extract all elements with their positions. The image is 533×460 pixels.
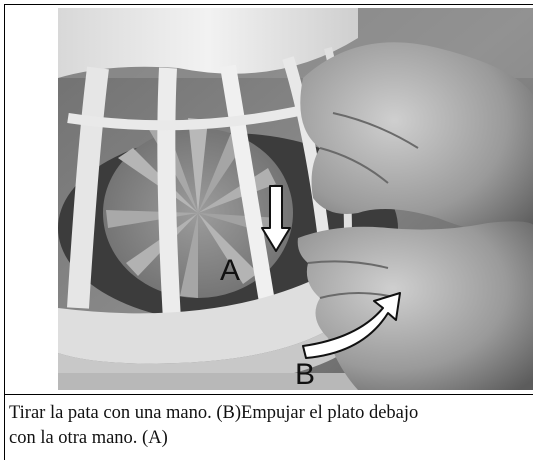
caption-line-1: Tirar la pata con una mano. (B)Empujar e… [9, 403, 419, 423]
figure-frame [4, 4, 533, 460]
feeder-photo: A B [58, 8, 533, 390]
pull-curved-arrow-icon [302, 292, 401, 359]
feeder-base [58, 270, 363, 390]
caption-divider [4, 394, 533, 395]
label-b: B [295, 358, 315, 390]
label-a: A [220, 254, 240, 287]
push-down-arrow-icon [261, 185, 291, 252]
figure-caption: Tirar la pata con una mano. (B)Empujar e… [9, 401, 533, 457]
upper-hand [300, 42, 533, 238]
feeder-dome [58, 8, 358, 339]
caption-line-2: con la otra mano. (A) [9, 428, 168, 448]
